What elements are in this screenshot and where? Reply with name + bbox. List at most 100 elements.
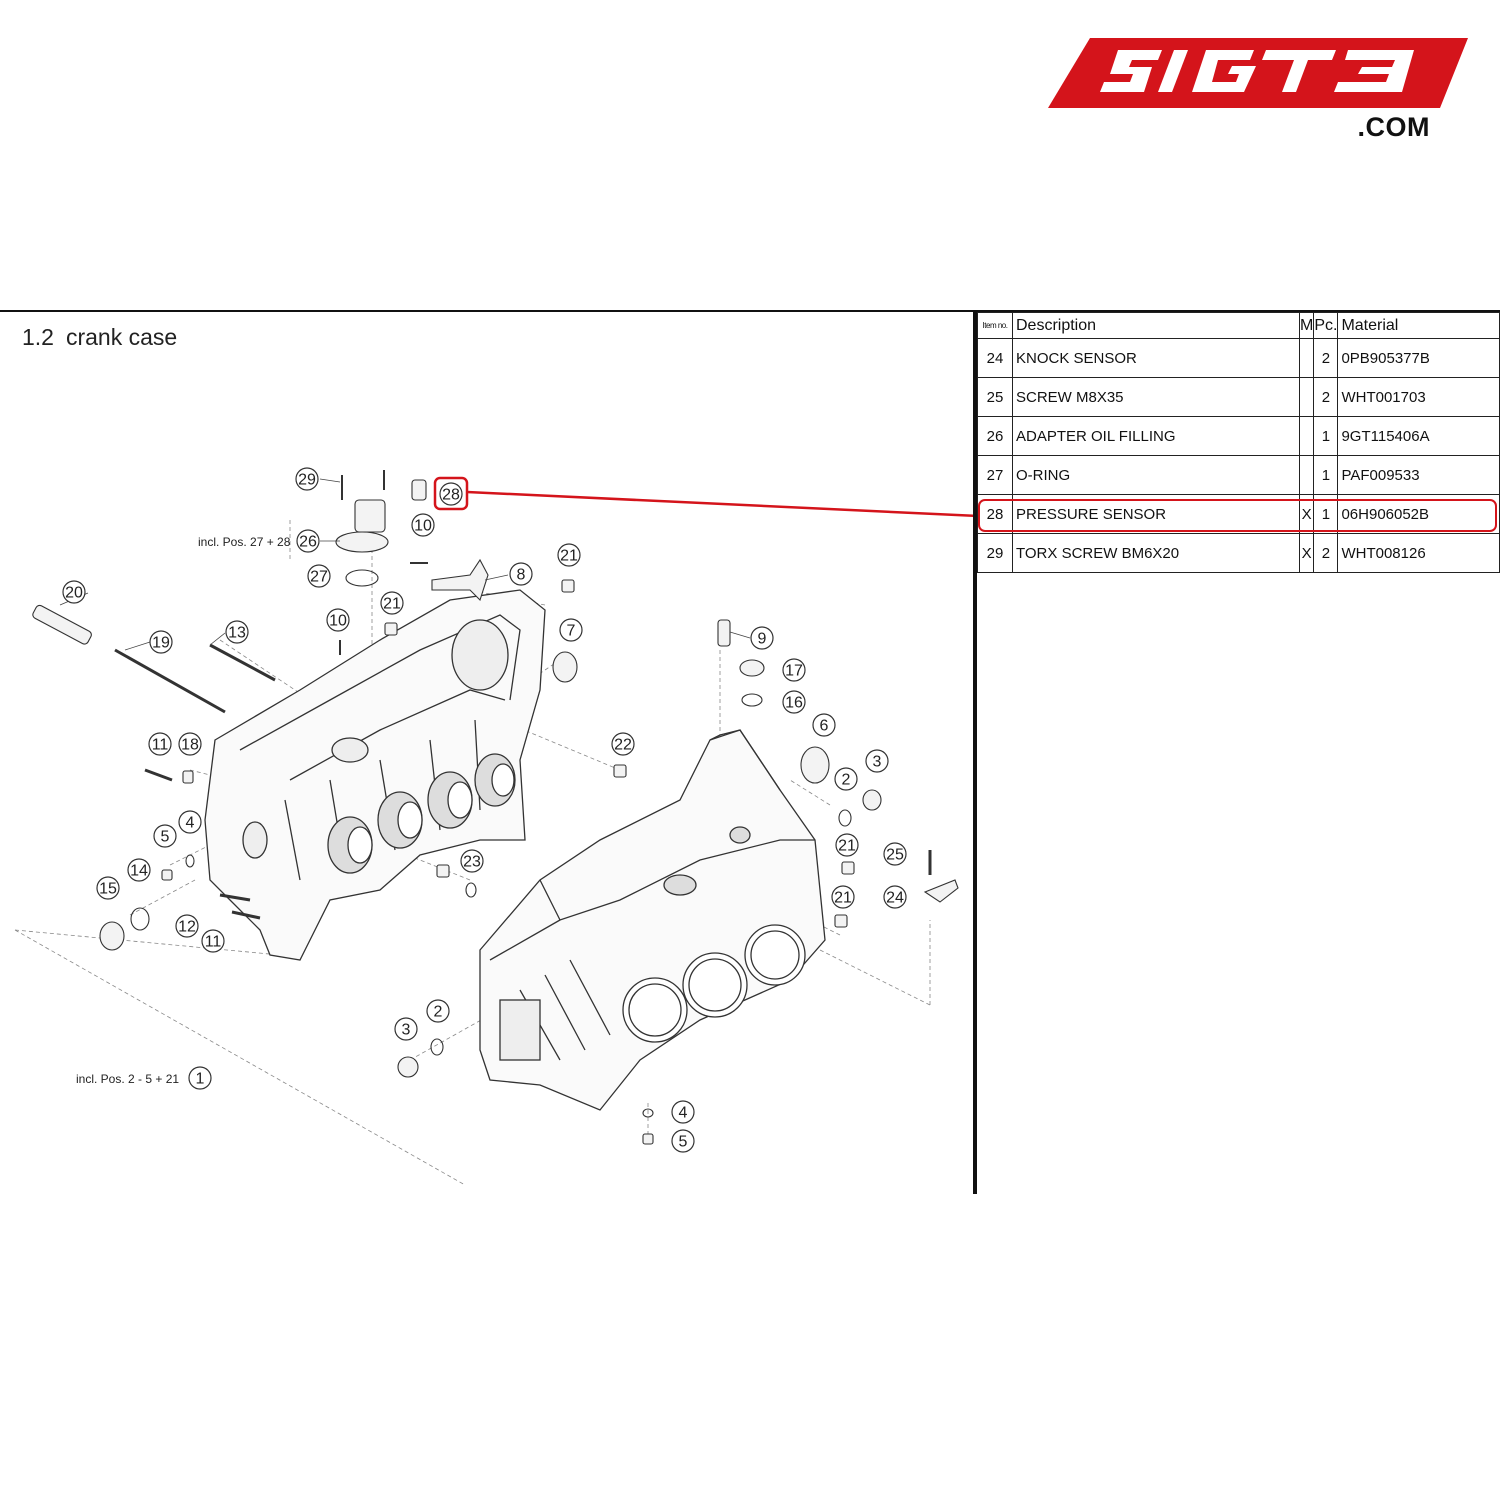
part-6-seal — [800, 746, 830, 784]
callout-circle-19 — [149, 630, 173, 654]
callout-circle-20 — [62, 580, 86, 604]
callout-circle-9 — [750, 626, 774, 650]
part-22-sleeve — [613, 764, 627, 778]
callout-circle-27 — [307, 564, 331, 588]
header-m: M — [1298, 312, 1315, 339]
callout-circle-12 — [175, 914, 199, 938]
row-item-no: 24 — [977, 338, 1013, 378]
table-header-row: Item no. Description M Pc. Material — [977, 312, 1500, 339]
row-material: WHT001703 — [1337, 377, 1500, 417]
table-row[interactable]: 29 TORX SCREW BM6X20 X 2 WHT008126 — [977, 533, 1500, 573]
table-row[interactable]: 26 ADAPTER OIL FILLING 1 9GT115406A — [977, 416, 1500, 456]
callout-label-2: 2 — [434, 1004, 443, 1021]
part-26-flange — [335, 531, 389, 553]
part-17-plug — [739, 659, 765, 677]
row-material: WHT008126 — [1337, 533, 1500, 573]
callout-circle-4 — [671, 1100, 695, 1124]
callout-circle-5 — [153, 824, 177, 848]
callout-label-5: 5 — [161, 829, 170, 846]
row-description: SCREW M8X35 — [1012, 377, 1300, 417]
header-description: Description — [1012, 312, 1300, 339]
row-item-no: 29 — [977, 533, 1013, 573]
callout-circle-4 — [178, 810, 202, 834]
callout-circle-18 — [178, 732, 202, 756]
row-m — [1298, 338, 1315, 378]
callout-label-4: 4 — [186, 815, 195, 832]
callout-label-5: 5 — [679, 1134, 688, 1151]
callout-label-22: 22 — [614, 737, 632, 754]
callout-circle-5 — [671, 1129, 695, 1153]
table-row[interactable]: 27 O-RING 1 PAF009533 — [977, 455, 1500, 495]
callout-circle-29 — [295, 467, 319, 491]
callout-circle-21 — [380, 591, 404, 615]
callout-label-24: 24 — [886, 890, 904, 907]
row-description: ADAPTER OIL FILLING — [1012, 416, 1300, 456]
callout-circle-3 — [865, 749, 889, 773]
callout-label-13: 13 — [228, 625, 246, 642]
callout-label-21: 21 — [838, 838, 856, 855]
callout-label-2: 2 — [842, 772, 851, 789]
header-pc: Pc. — [1313, 312, 1339, 339]
row-item-no: 27 — [977, 455, 1013, 495]
callout-circle-23 — [460, 849, 484, 873]
callout-label-12: 12 — [178, 919, 196, 936]
callout-label-4: 4 — [679, 1105, 688, 1122]
exploded-parts-diagram: incl. Pos. 27 + 28 incl. Pos. 2 - 5 + 21… — [14, 467, 973, 1186]
row-pc: 1 — [1313, 455, 1339, 495]
row-description: KNOCK SENSOR — [1012, 338, 1300, 378]
part-12-bolt — [219, 893, 251, 902]
part-26-adapter — [354, 499, 386, 533]
callout-circle-21 — [835, 833, 859, 857]
row-m — [1298, 416, 1315, 456]
part-23-ring — [465, 882, 477, 898]
callout-label-7: 7 — [567, 623, 576, 640]
header-item-no: Item no. — [977, 312, 1013, 339]
row-pc: 2 — [1313, 533, 1339, 573]
callout-label-8: 8 — [517, 567, 526, 584]
callout-circle-7 — [559, 618, 583, 642]
callout-circle-24 — [883, 885, 907, 909]
row-material: 9GT115406A — [1337, 416, 1500, 456]
callout-circle-11 — [148, 732, 172, 756]
callout-circle-26 — [296, 529, 320, 553]
part-4-ring — [185, 854, 195, 868]
frame-divider — [973, 310, 977, 1194]
part-5-plug — [161, 869, 173, 881]
callout-label-11: 11 — [205, 934, 222, 951]
callout-circle-16 — [782, 690, 806, 714]
part-7-seal — [552, 651, 578, 683]
table-row[interactable]: 24 KNOCK SENSOR 2 0PB905377B — [977, 338, 1500, 378]
section-title-text: crank case — [65, 324, 178, 350]
callout-label-25: 25 — [886, 847, 904, 864]
row-description: TORX SCREW BM6X20 — [1012, 533, 1300, 573]
row-item-no: 25 — [977, 377, 1013, 417]
callout-label-19: 19 — [152, 635, 170, 652]
row-description: O-RING — [1012, 455, 1300, 495]
table-row[interactable]: 25 SCREW M8X35 2 WHT001703 — [977, 377, 1500, 417]
callout-label-23: 23 — [463, 854, 481, 871]
callout-label-11: 11 — [152, 737, 169, 754]
row-item-no: 26 — [977, 416, 1013, 456]
callout-label-18: 18 — [181, 737, 199, 754]
row-pc: 2 — [1313, 377, 1339, 417]
callout-label-17: 17 — [785, 663, 803, 680]
part-14-ring — [130, 907, 150, 931]
callout-circle-1 — [188, 1066, 212, 1090]
callout-circle-3 — [394, 1017, 418, 1041]
callout-circle-25 — [883, 842, 907, 866]
parts-table: Item no. Description M Pc. Material 24 K… — [977, 312, 1500, 573]
callout-circle-6 — [812, 713, 836, 737]
frame-top-rule — [0, 310, 1500, 312]
callout-circle-8 — [509, 562, 533, 586]
part-24-knock-sensor — [923, 879, 959, 903]
part-19-stud — [114, 648, 226, 714]
part-15-plug — [99, 921, 125, 951]
callout-circle-2 — [834, 767, 858, 791]
callout-circle-17 — [782, 658, 806, 682]
callout-label-28: 28 — [442, 487, 460, 504]
brand-logo — [1048, 38, 1468, 108]
callout-label-15: 15 — [99, 881, 117, 898]
callout-label-3: 3 — [873, 754, 882, 771]
callout-circle-21 — [831, 885, 855, 909]
part-9-sensor — [717, 619, 731, 647]
